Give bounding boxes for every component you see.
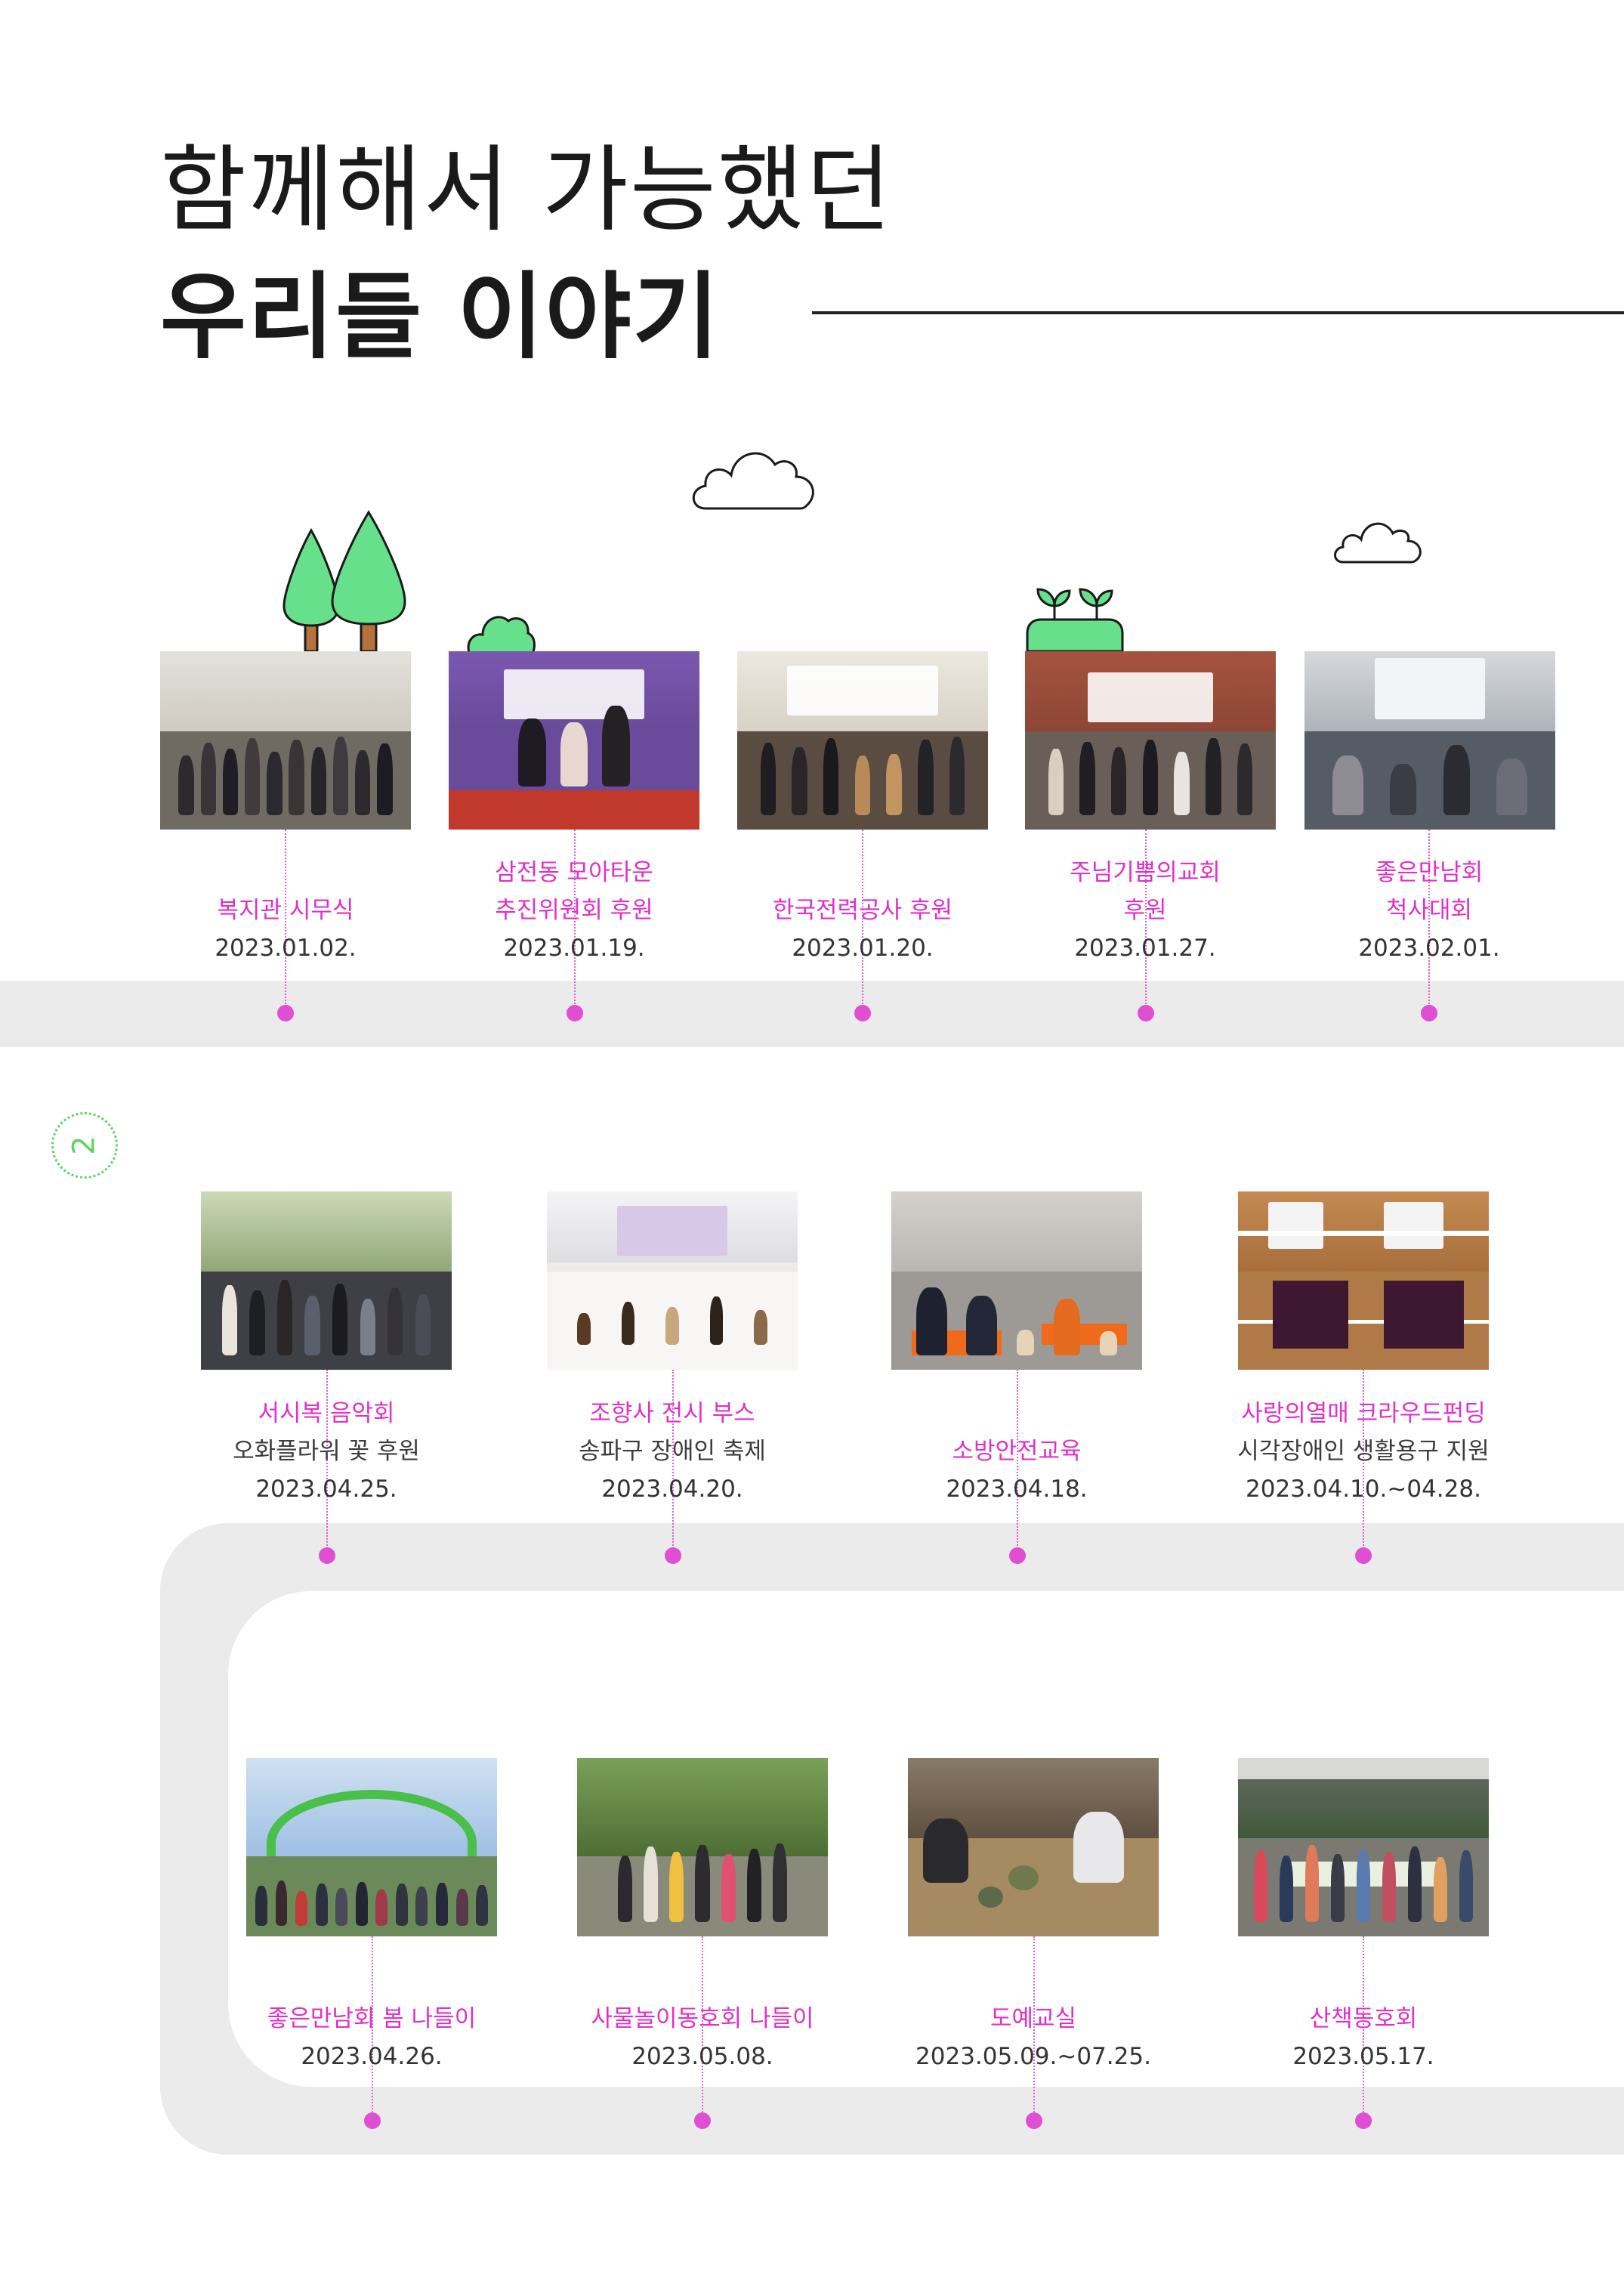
event-title: 사물놀이동호회 나들이 bbox=[591, 2005, 814, 2032]
timeline-dot bbox=[1009, 1547, 1026, 1564]
event-photo bbox=[246, 1758, 497, 1936]
event-photo bbox=[1238, 1758, 1489, 1936]
event-caption: 한국전력공사 후원 2023.01.20. bbox=[696, 892, 1029, 967]
page-title-line2: 우리들 이야기 bbox=[160, 263, 721, 372]
event-caption: 조향사 전시 부스 송파구 장애인 축제 2023.04.20. bbox=[506, 1395, 838, 1508]
tree-icon bbox=[331, 510, 406, 653]
timeline-dot bbox=[854, 1005, 871, 1021]
event-title-line2: 추진위원회 후원 bbox=[495, 897, 653, 924]
timeline-dot bbox=[694, 2112, 711, 2129]
timeline-dot bbox=[319, 1547, 335, 1564]
event-title: 조향사 전시 부스 bbox=[589, 1400, 755, 1427]
event-title: 한국전력공사 후원 bbox=[772, 897, 952, 924]
event-photo bbox=[908, 1758, 1159, 1936]
page-title-line1: 함께해서 가능했던 bbox=[160, 136, 894, 245]
event-subtitle: 송파구 장애인 축제 bbox=[579, 1438, 766, 1465]
event-caption: 좋은만남회 척사대회 2023.02.01. bbox=[1263, 854, 1595, 967]
event-subtitle: 시각장애인 생활용구 지원 bbox=[1237, 1438, 1490, 1465]
event-caption: 도예교실 2023.05.09.~07.25. bbox=[867, 2000, 1199, 2075]
event-date: 2023.01.20. bbox=[792, 935, 934, 962]
event-title-line2: 후원 bbox=[1123, 897, 1167, 924]
cloud-icon bbox=[692, 452, 814, 510]
timeline-connector bbox=[1428, 830, 1430, 1007]
cloud-icon bbox=[1334, 522, 1422, 564]
event-date: 2023.02.01. bbox=[1358, 935, 1500, 962]
event-title-line1: 주님기쁨의교회 bbox=[1070, 859, 1221, 886]
timeline-connector bbox=[1017, 1370, 1018, 1551]
event-date: 2023.01.19. bbox=[503, 935, 645, 962]
timeline-dot bbox=[1138, 1005, 1154, 1021]
timeline-connector bbox=[372, 1936, 373, 2118]
event-title-line1: 좋은만남회 bbox=[1375, 859, 1484, 886]
event-date: 2023.04.26. bbox=[301, 2043, 443, 2070]
timeline-connector bbox=[326, 1370, 328, 1551]
event-date: 2023.04.10.~04.28. bbox=[1246, 1476, 1481, 1503]
event-caption: 사랑의열매 크라우드펀딩 시각장애인 생활용구 지원 2023.04.10.~0… bbox=[1197, 1395, 1530, 1508]
event-photo bbox=[577, 1758, 828, 1936]
event-title: 복지관 시무식 bbox=[217, 897, 354, 924]
event-title: 도예교실 bbox=[990, 2005, 1077, 2032]
event-date: 2023.05.08. bbox=[631, 2043, 773, 2070]
event-date: 2023.04.20. bbox=[601, 1476, 743, 1503]
event-date: 2023.04.18. bbox=[946, 1476, 1088, 1503]
event-title: 사랑의열매 크라우드펀딩 bbox=[1241, 1400, 1486, 1427]
timeline-connector bbox=[862, 830, 863, 1007]
timeline-dot bbox=[665, 1547, 681, 1564]
timeline-dot bbox=[1355, 2112, 1372, 2129]
timeline-connector bbox=[672, 1370, 674, 1551]
event-title-line2: 척사대회 bbox=[1385, 897, 1473, 924]
event-caption: 좋은만남회 봄 나들이 2023.04.26. bbox=[205, 2000, 538, 2075]
timeline-dot bbox=[1026, 2112, 1042, 2129]
event-photo bbox=[201, 1191, 452, 1370]
event-caption: 소방안전교육 2023.04.18. bbox=[851, 1432, 1183, 1508]
sprout-icon bbox=[1026, 588, 1124, 653]
event-date: 2023.05.09.~07.25. bbox=[915, 2043, 1151, 2070]
event-title: 서시복 음악회 bbox=[258, 1400, 395, 1427]
timeline-connector bbox=[1033, 1936, 1035, 2118]
timeline-dot bbox=[364, 2112, 381, 2129]
event-title: 산책동호회 bbox=[1309, 2005, 1418, 2032]
road-curve-fill bbox=[160, 1523, 462, 2155]
page-number: 2 bbox=[66, 1136, 102, 1155]
event-date: 2023.01.27. bbox=[1074, 935, 1216, 962]
event-photo bbox=[737, 651, 988, 830]
event-caption: 복지관 시무식 2023.01.02. bbox=[119, 892, 452, 967]
event-photo bbox=[1025, 651, 1276, 830]
timeline-dot bbox=[277, 1005, 294, 1021]
event-date: 2023.01.02. bbox=[215, 935, 357, 962]
event-photo bbox=[1238, 1191, 1489, 1370]
event-caption: 주님기쁨의교회 후원 2023.01.27. bbox=[979, 854, 1311, 967]
title-divider bbox=[812, 311, 1624, 314]
event-date: 2023.04.25. bbox=[255, 1476, 397, 1503]
timeline-connector bbox=[702, 1936, 703, 2118]
event-photo bbox=[160, 651, 411, 830]
event-photo bbox=[449, 651, 699, 830]
timeline-connector bbox=[285, 830, 286, 1007]
page-number-badge: 2 bbox=[51, 1112, 118, 1179]
event-photo bbox=[891, 1191, 1142, 1370]
event-photo bbox=[547, 1191, 798, 1370]
timeline-connector bbox=[1363, 1936, 1364, 2118]
event-title: 소방안전교육 bbox=[952, 1438, 1082, 1465]
timeline-dot bbox=[567, 1005, 583, 1021]
event-caption: 산책동호회 2023.05.17. bbox=[1197, 2000, 1530, 2075]
bush-icon bbox=[467, 616, 536, 654]
timeline-road-top bbox=[0, 981, 1624, 1047]
event-date: 2023.05.17. bbox=[1292, 2043, 1434, 2070]
timeline-connector bbox=[1363, 1370, 1364, 1551]
event-caption: 서시복 음악회 오화플라워 꽃 후원 2023.04.25. bbox=[160, 1395, 492, 1508]
timeline-dot bbox=[1355, 1547, 1372, 1564]
event-caption: 삼전동 모아타운 추진위원회 후원 2023.01.19. bbox=[408, 854, 740, 967]
event-title: 좋은만남회 봄 나들이 bbox=[267, 2005, 477, 2032]
event-photo bbox=[1304, 651, 1555, 830]
event-subtitle: 오화플라워 꽃 후원 bbox=[233, 1438, 420, 1465]
event-title-line1: 삼전동 모아타운 bbox=[495, 859, 653, 886]
event-caption: 사물놀이동호회 나들이 2023.05.08. bbox=[536, 2000, 869, 2075]
timeline-connector bbox=[1145, 830, 1147, 1007]
timeline-dot bbox=[1421, 1005, 1437, 1021]
timeline-connector bbox=[574, 830, 576, 1007]
